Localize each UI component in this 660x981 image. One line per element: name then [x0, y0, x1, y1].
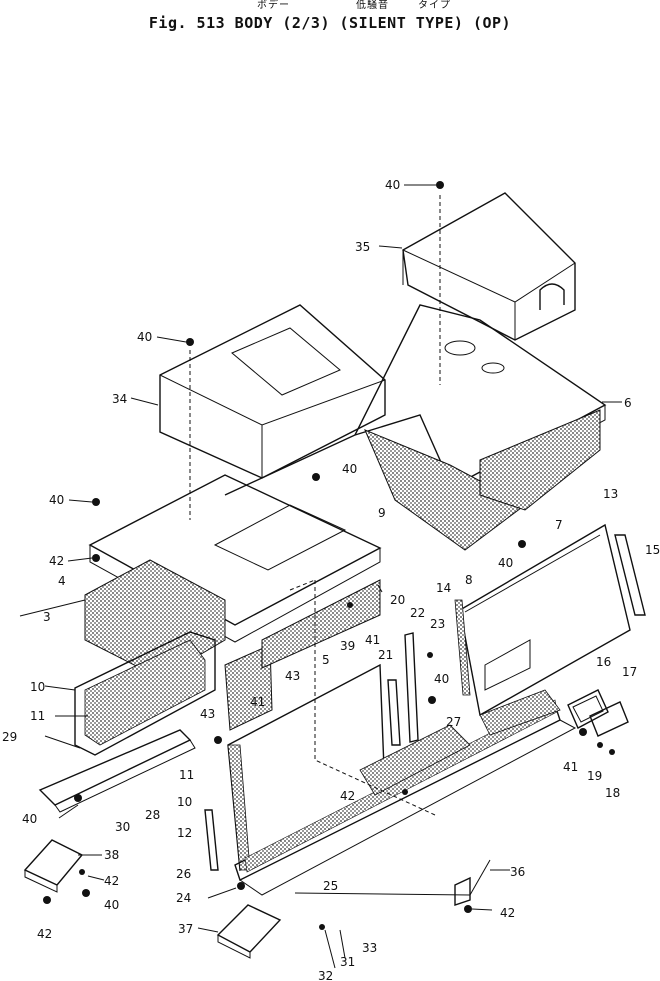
callout-6: 6	[624, 396, 632, 410]
callout-43: 43	[200, 707, 215, 721]
callout-12: 12	[177, 826, 192, 840]
part-7-insulation	[479, 409, 601, 511]
part-21-strip	[387, 679, 401, 746]
figure-header: ボデー 低騒音 タイプ Fig. 513 BODY (2/3) (SILENT …	[0, 0, 660, 40]
leader-lines	[19, 184, 622, 969]
kana-body-label: ボデー	[257, 0, 290, 11]
callout-27: 27	[446, 715, 461, 729]
part-28-side-frame	[38, 729, 196, 813]
part-17-glass	[589, 701, 629, 737]
callout-39: 39	[340, 639, 355, 653]
callout-36: 36	[510, 865, 525, 879]
callout-40: 40	[22, 812, 37, 826]
callout-40: 40	[434, 672, 449, 686]
callout-38: 38	[104, 848, 119, 862]
callout-7: 7	[555, 518, 563, 532]
part-34-box	[159, 304, 386, 479]
callout-11: 11	[30, 709, 45, 723]
callout-28: 28	[145, 808, 160, 822]
callout-31: 31	[340, 955, 355, 969]
callout-25: 25	[323, 879, 338, 893]
part-14-door-panel	[454, 523, 631, 717]
callout-40: 40	[104, 898, 119, 912]
part-35-hood-cover	[402, 192, 576, 341]
callout-35: 35	[355, 240, 370, 254]
callout-34: 34	[112, 392, 127, 406]
callout-20: 20	[390, 593, 405, 607]
part-15-strip	[614, 534, 646, 616]
part-41-insulation-strip	[224, 579, 381, 731]
callout-42: 42	[500, 906, 515, 920]
part-8-insulation	[364, 429, 526, 551]
callout-32: 32	[318, 969, 333, 981]
callout-42: 42	[340, 789, 355, 803]
callout-42: 42	[104, 874, 119, 888]
callout-40: 40	[498, 556, 513, 570]
callout-10: 10	[177, 795, 192, 809]
callout-11: 11	[179, 768, 194, 782]
callout-24: 24	[176, 891, 191, 905]
callout-42: 42	[37, 927, 52, 941]
callout-3: 3	[43, 610, 51, 624]
part-38-cover	[23, 839, 84, 893]
callout-23: 23	[430, 617, 445, 631]
figure-title: Fig. 513 BODY (2/3) (SILENT TYPE) (OP)	[148, 14, 512, 32]
callout-22: 22	[410, 606, 425, 620]
part-20-strip	[404, 632, 419, 743]
part-12-strip	[204, 809, 219, 871]
part-36-bracket	[454, 876, 471, 906]
part-37-cover	[216, 904, 282, 959]
callout-41: 41	[250, 695, 265, 709]
callout-41: 41	[365, 633, 380, 647]
callout-9: 9	[378, 506, 386, 520]
bolt-markers	[43, 181, 615, 930]
part-25-insulation	[359, 689, 561, 796]
callout-40: 40	[49, 493, 64, 507]
callout-42: 42	[49, 554, 64, 568]
callout-8: 8	[465, 573, 473, 587]
callout-40: 40	[137, 330, 152, 344]
part-10-left-panel	[74, 631, 216, 756]
callout-5: 5	[322, 653, 330, 667]
callout-10: 10	[30, 680, 45, 694]
kana-silent-label: 低騒音	[356, 0, 389, 11]
callout-30: 30	[115, 820, 130, 834]
callout-21: 21	[378, 648, 393, 662]
part-16-window-frame	[567, 689, 609, 729]
callout-29: 29	[2, 730, 17, 744]
callout-18: 18	[605, 786, 620, 800]
callout-19: 19	[587, 769, 602, 783]
callout-14: 14	[436, 581, 451, 595]
callout-4: 4	[58, 574, 66, 588]
callout-33: 33	[362, 941, 377, 955]
callout-26: 26	[176, 867, 191, 881]
kana-type-label: タイプ	[418, 0, 451, 11]
callout-17: 17	[622, 665, 637, 679]
callout-40: 40	[385, 178, 400, 192]
callout-15: 15	[645, 543, 660, 557]
callout-16: 16	[596, 655, 611, 669]
callout-labels: 40 35 40 6 34 40 40 13 15 42 4 3 7 8 40 …	[2, 178, 660, 981]
callout-37: 37	[178, 922, 193, 936]
callout-40: 40	[342, 462, 357, 476]
hidden-lines	[189, 195, 441, 816]
callout-13: 13	[603, 487, 618, 501]
callout-41: 41	[563, 760, 578, 774]
callout-43: 43	[285, 669, 300, 683]
